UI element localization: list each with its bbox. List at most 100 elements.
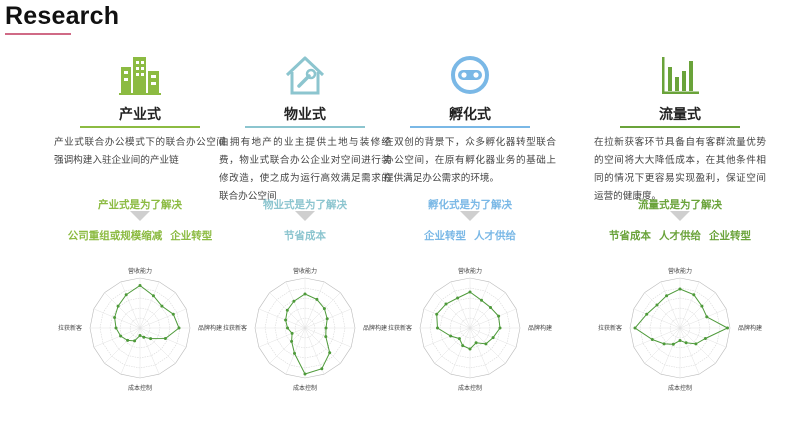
column-subtitle: 孵化式是为了解决 — [428, 199, 512, 211]
radar-spoke — [633, 308, 681, 329]
radar-spoke — [304, 327, 341, 364]
radar-spoke — [679, 327, 716, 364]
radar-spoke — [450, 281, 471, 329]
radar-point — [444, 302, 448, 306]
radar-grid-ring — [284, 307, 326, 349]
radar-point — [126, 338, 130, 342]
page-title: Research — [5, 2, 120, 30]
radar-point — [435, 312, 439, 316]
radar-grid-ring — [429, 287, 511, 369]
radar-point — [457, 337, 461, 341]
radar-point — [480, 298, 483, 302]
radar-grid-ring — [264, 287, 346, 369]
solution-tags: 节省成本 — [215, 228, 395, 243]
radar-point — [292, 299, 296, 303]
radar-point — [163, 337, 167, 340]
down-arrow-icon — [295, 211, 315, 221]
radar-spoke — [423, 327, 471, 348]
radar-spoke — [285, 281, 306, 329]
radar-spoke — [304, 281, 325, 329]
column-title: 产业式 — [119, 107, 161, 123]
solution-tag: 人才供给 — [659, 230, 701, 242]
solution-tag: 企业转型 — [170, 230, 213, 242]
radar-point — [468, 290, 472, 294]
radar-spoke — [139, 327, 187, 348]
radar-spoke — [139, 308, 187, 329]
radar-axis-label: 营收能力 — [128, 267, 152, 275]
radar-point — [142, 335, 146, 339]
buildings-icon — [118, 53, 162, 97]
down-arrow-icon — [670, 211, 690, 221]
title-underline — [410, 126, 530, 128]
radar-point — [705, 315, 709, 319]
radar-spoke — [644, 292, 681, 329]
radar-point — [114, 326, 118, 330]
radar-point — [461, 344, 465, 348]
bar-chart-icon — [658, 53, 702, 97]
radar-point — [497, 314, 501, 318]
title-underline — [80, 126, 200, 128]
radar-spoke — [93, 327, 141, 348]
column-description: 在双创的背景下，众多孵化器转型联合办公空间，在原有孵化器业务的基础上提供满足办公… — [384, 137, 556, 184]
radar-axis-label: 品牌构建 — [528, 324, 552, 332]
radar-grid-ring — [659, 307, 701, 349]
radar-point — [124, 293, 128, 297]
radar-spoke — [679, 281, 700, 329]
radar-spoke — [120, 281, 141, 329]
radar-point — [328, 351, 332, 355]
radar-axis-label: 拉获新客 — [388, 324, 412, 332]
radar-spoke — [469, 327, 506, 364]
radar-point — [320, 367, 324, 371]
radar-spoke — [644, 327, 681, 364]
radar-axis-label: 营收能力 — [458, 267, 482, 275]
radar-spoke — [469, 327, 490, 375]
radar-point — [149, 337, 153, 341]
radar-point — [325, 317, 329, 321]
radar-spoke — [120, 327, 141, 375]
radar-spoke — [469, 308, 517, 329]
radar-spoke — [423, 308, 471, 329]
radar-spoke — [139, 281, 160, 329]
radar-point — [456, 296, 460, 300]
radar-point — [694, 342, 698, 346]
radar-spoke — [258, 327, 306, 348]
radar-point — [133, 339, 137, 343]
radar-grid-ring — [99, 287, 181, 369]
radar-point — [633, 326, 637, 330]
radar-axis-label: 成本控制 — [293, 384, 317, 392]
radar-point — [285, 308, 289, 312]
radar-point — [650, 338, 654, 341]
radar-point — [119, 334, 123, 338]
radar-point — [671, 342, 675, 346]
radar-axis-label: 品牌构建 — [363, 324, 387, 332]
radar-series-line — [436, 291, 501, 350]
radar-spoke — [304, 327, 325, 375]
radar-spoke — [139, 292, 176, 329]
solution-tags: 节省成本人才供给企业转型 — [590, 228, 770, 243]
radar-point — [160, 304, 164, 308]
radar-point — [700, 304, 704, 308]
radar-point — [284, 318, 288, 322]
radar-spoke — [469, 281, 490, 329]
radar-spoke — [258, 308, 306, 329]
title-underline — [5, 33, 71, 35]
radar-point — [138, 334, 142, 337]
title-underline — [245, 126, 365, 128]
radar-spoke — [679, 292, 716, 329]
radar-point — [449, 334, 453, 338]
radar-spoke — [304, 292, 341, 329]
radar-point — [151, 294, 155, 298]
column-description: 在拉新获客环节具备自有客群流量优势的空间将大大降低成本，在其他条件相同的情况下更… — [594, 137, 766, 202]
radar-spoke — [139, 327, 176, 364]
radar-spoke — [679, 327, 700, 375]
radar-spoke — [660, 327, 681, 375]
radar-spoke — [93, 308, 141, 329]
radar-point — [474, 341, 478, 345]
column-subtitle: 产业式是为了解决 — [98, 199, 182, 211]
radar-point — [293, 351, 296, 355]
radar-axis-label: 营收能力 — [668, 267, 692, 275]
radar-point — [665, 294, 669, 298]
incubator-icon — [448, 53, 492, 97]
